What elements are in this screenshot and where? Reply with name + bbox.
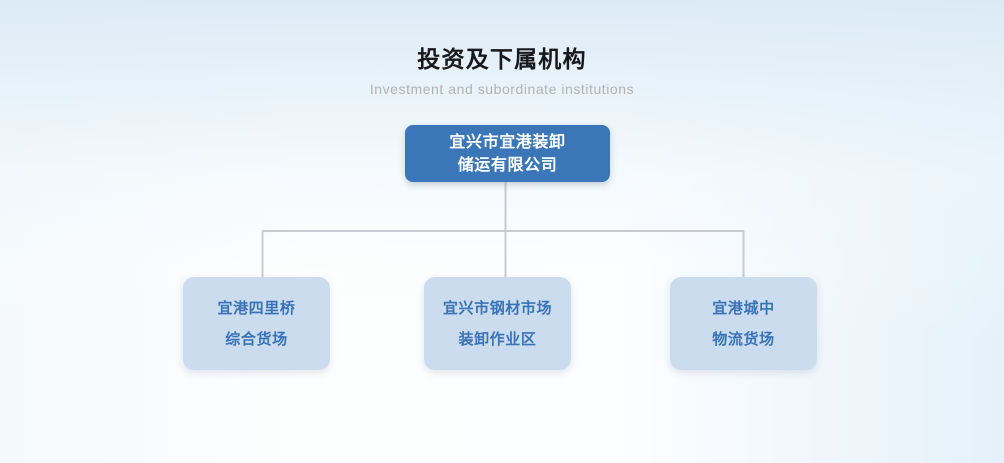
page-title: 投资及下属机构 [417, 46, 587, 72]
chart-heading: 投资及下属机构 Investment and subordinate insti… [0, 44, 1004, 98]
org-node-child-0-line-2: 综合货场 [225, 330, 288, 348]
page-subtitle: Investment and subordinate institutions [369, 81, 635, 97]
org-node-child-1-line-1: 宜兴市钢材市场 [442, 299, 553, 317]
org-node-child-2[interactable]: 宜港城中 物流货场 [670, 277, 817, 370]
org-node-child-0-line-1: 宜港四里桥 [217, 299, 296, 317]
org-node-child-0[interactable]: 宜港四里桥 综合货场 [183, 277, 330, 370]
org-node-root-line-2: 储运有限公司 [457, 156, 558, 174]
org-node-child-2-line-1: 宜港城中 [712, 299, 775, 317]
org-node-child-2-line-2: 物流货场 [712, 330, 775, 348]
org-node-root-line-1: 宜兴市宜港装卸 [449, 133, 566, 151]
org-node-root[interactable]: 宜兴市宜港装卸 储运有限公司 [405, 125, 610, 182]
org-node-child-1-line-2: 装卸作业区 [458, 330, 537, 348]
org-node-child-1[interactable]: 宜兴市钢材市场 装卸作业区 [424, 277, 571, 370]
